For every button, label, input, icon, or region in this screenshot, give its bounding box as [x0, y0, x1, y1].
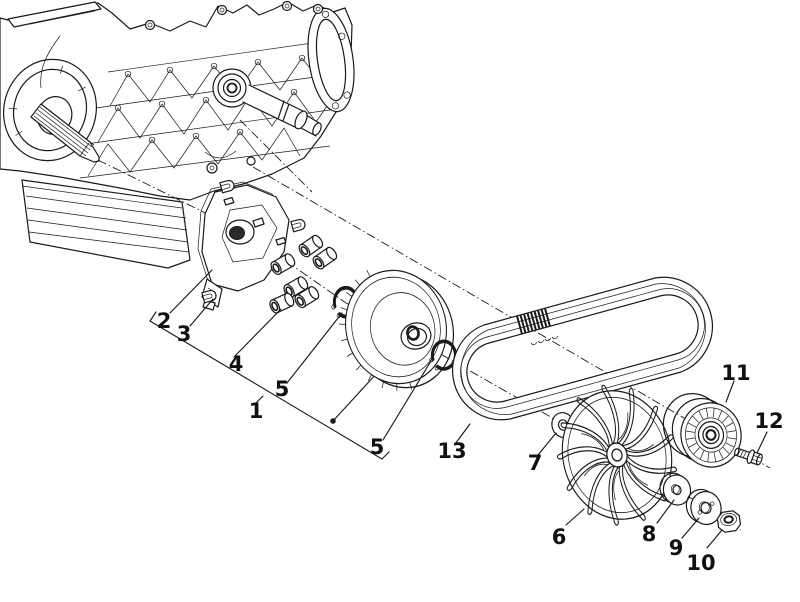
callout-4: 4 [229, 352, 244, 376]
callout-2: 2 [157, 309, 172, 333]
callout-11: 11 [721, 361, 750, 385]
washer-8 [659, 472, 692, 506]
callout-5: 5 [275, 377, 290, 401]
leader-4 [233, 308, 282, 358]
engine-crankcase-illustration [0, 0, 355, 269]
cover-flange [307, 7, 355, 113]
leader-3 [189, 298, 214, 327]
circlip-right [429, 339, 457, 371]
drive-pulley-half [338, 269, 455, 392]
assembly-dot-pointer [330, 372, 378, 424]
fan-wheel-pulley [556, 384, 678, 527]
callout-6: 6 [552, 525, 567, 549]
bracket-1 [149, 311, 390, 460]
leader-12 [756, 431, 768, 454]
bolt-lugs [40, 0, 324, 174]
leader-7 [537, 432, 557, 456]
leader-5a [286, 312, 343, 384]
bolt-12 [734, 447, 763, 466]
leader-13 [454, 423, 471, 445]
splined-shaft [30, 103, 100, 163]
pulley-hub [400, 322, 432, 350]
leader-8 [656, 499, 675, 524]
leader-6 [565, 508, 585, 526]
leader-11 [725, 380, 735, 403]
callout-8: 8 [642, 522, 657, 546]
callout-13: 13 [437, 439, 466, 463]
callout-12: 12 [754, 409, 783, 433]
callout-1: 1 [249, 399, 264, 423]
callout-9: 9 [669, 536, 684, 560]
roller-weights [269, 234, 338, 314]
boss-axis-dashdot [239, 119, 313, 193]
drive-belt [452, 276, 713, 421]
leader-10 [706, 529, 723, 549]
belt-tooth-section [516, 308, 551, 335]
leader-9 [681, 517, 700, 539]
flange-nut-10 [716, 510, 742, 533]
callout-10: 10 [686, 551, 715, 575]
leader-5b [382, 360, 432, 441]
crank-bearing-boss [212, 68, 322, 137]
engine-mount-strut [7, 1, 102, 28]
callout-3: 3 [177, 322, 192, 346]
callout-5: 5 [370, 435, 385, 459]
callout-leaders [149, 269, 768, 549]
oil-sump [21, 179, 191, 269]
callout-7: 7 [528, 451, 543, 475]
clutch-drum [662, 392, 742, 468]
spacer-plate-9 [685, 488, 722, 526]
leader-2 [169, 269, 213, 314]
